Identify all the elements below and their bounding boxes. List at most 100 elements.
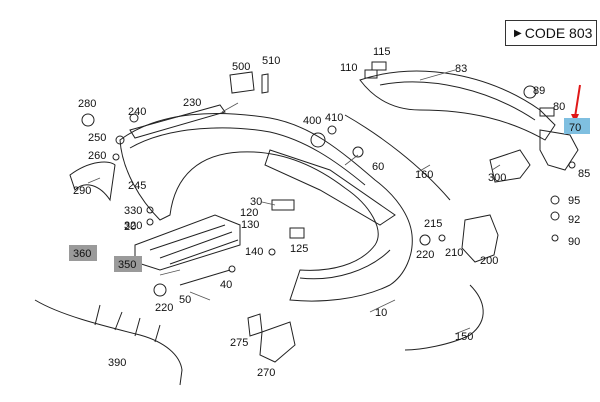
leader-10 xyxy=(369,299,396,313)
leader-60 xyxy=(344,154,359,166)
label-83: 83 xyxy=(455,63,467,75)
part-95-shape xyxy=(550,195,560,205)
part-240-shape xyxy=(129,113,139,123)
label-70: 70 xyxy=(569,122,581,134)
bumper-lower-line xyxy=(299,249,391,280)
label-240: 240 xyxy=(128,106,146,118)
part-320-shape xyxy=(146,218,154,226)
label-220-right: 220 xyxy=(416,249,434,261)
rod-40-end xyxy=(228,265,236,273)
label-80: 80 xyxy=(553,101,565,113)
part-80-shape xyxy=(539,107,555,117)
part-220-shape xyxy=(153,283,167,297)
bumper-inner-line xyxy=(129,127,366,186)
label-210: 210 xyxy=(445,247,463,259)
label-300: 300 xyxy=(488,172,506,184)
highlight-360 xyxy=(69,245,97,261)
part-labels: 10 20 30 40 50 60 70 80 83 85 89 90 92 9… xyxy=(73,46,590,379)
label-215: 215 xyxy=(424,218,442,230)
label-275: 275 xyxy=(230,337,248,349)
label-400: 400 xyxy=(303,115,321,127)
label-60: 60 xyxy=(372,161,384,173)
corner-piece-70 xyxy=(539,129,579,171)
part-110-shape xyxy=(364,69,378,79)
label-130: 130 xyxy=(241,219,259,231)
highlight-350 xyxy=(114,256,142,272)
upper-bumper-cover-shape xyxy=(359,70,556,141)
label-250: 250 xyxy=(88,132,106,144)
part-90-shape xyxy=(551,234,559,242)
part-140-shape xyxy=(268,248,276,256)
part-215-shape xyxy=(438,234,446,242)
bracket-300 xyxy=(489,149,531,183)
part-120-shape xyxy=(271,199,295,211)
leader-150 xyxy=(454,327,471,335)
leader-30 xyxy=(261,201,276,206)
label-390: 390 xyxy=(108,357,126,369)
label-140: 140 xyxy=(245,246,263,258)
bracket-350 xyxy=(134,214,241,271)
part-89-shape xyxy=(523,85,537,99)
label-320: 320 xyxy=(124,220,142,232)
label-40: 40 xyxy=(220,279,232,291)
part-115-shape xyxy=(371,61,387,71)
cover-500 xyxy=(229,71,255,94)
trim-strip-160 xyxy=(344,114,451,201)
label-115: 115 xyxy=(373,46,391,58)
part-220b-shape xyxy=(419,234,431,246)
highlight-70 xyxy=(564,118,590,134)
part-92-shape xyxy=(550,211,560,221)
part-260-shape xyxy=(112,153,120,161)
leader-300 xyxy=(491,164,501,171)
part-250-shape xyxy=(115,135,125,145)
leader-83 xyxy=(419,69,456,81)
label-30: 30 xyxy=(250,196,262,208)
label-245: 245 xyxy=(128,180,146,192)
bumper-cover-shape xyxy=(119,113,413,302)
leader-50 xyxy=(189,291,211,301)
label-85: 85 xyxy=(578,168,590,180)
guide-290 xyxy=(69,161,116,202)
bracket-200 xyxy=(461,214,499,263)
leader-230 xyxy=(221,102,239,113)
label-150: 150 xyxy=(455,331,473,343)
label-125: 125 xyxy=(290,243,308,255)
bumper-grille-shape xyxy=(264,149,396,226)
part-60-shape xyxy=(352,146,364,158)
label-260: 260 xyxy=(88,150,106,162)
label-270: 270 xyxy=(257,367,275,379)
bracket-275 xyxy=(247,313,263,337)
label-160: 160 xyxy=(415,169,433,181)
label-500: 500 xyxy=(232,61,250,73)
label-510: 510 xyxy=(262,55,280,67)
leader-160 xyxy=(417,164,431,173)
label-10: 10 xyxy=(375,307,387,319)
trim-strip-150 xyxy=(404,284,484,351)
leader-20 xyxy=(159,269,181,276)
clip-510 xyxy=(261,73,269,94)
label-220-left: 220 xyxy=(155,302,173,314)
label-360: 360 xyxy=(73,248,91,260)
code-box: ▶ CODE 803 xyxy=(505,20,597,46)
code-label: CODE 803 xyxy=(524,25,593,41)
part-85-shape xyxy=(568,161,576,169)
part-125-shape xyxy=(289,227,305,239)
harness-390-branches xyxy=(94,304,161,343)
red-pointer-arrow xyxy=(571,84,581,123)
part-330-shape xyxy=(146,206,154,214)
label-92: 92 xyxy=(568,214,580,226)
label-290: 290 xyxy=(73,185,91,197)
bracket-350-ribs xyxy=(149,224,239,265)
reflector-strip-230 xyxy=(129,104,226,139)
label-20: 20 xyxy=(124,221,136,233)
label-110: 110 xyxy=(340,62,358,74)
play-arrow-icon: ▶ xyxy=(514,27,522,39)
part-400-shape xyxy=(310,132,326,148)
label-50: 50 xyxy=(179,294,191,306)
label-410: 410 xyxy=(325,112,343,124)
label-95: 95 xyxy=(568,195,580,207)
label-90: 90 xyxy=(568,236,580,248)
part-410-shape xyxy=(327,125,337,135)
label-200: 200 xyxy=(480,255,498,267)
rod-40 xyxy=(179,269,231,286)
